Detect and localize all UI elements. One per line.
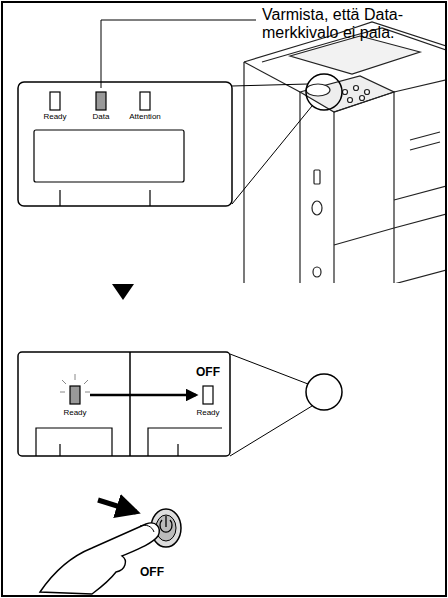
indicator-label: Ready	[63, 408, 86, 417]
zoom-line	[232, 84, 312, 204]
callout-text: Varmista, että Data- merkkivalo ei pala.	[262, 6, 438, 43]
panel-inset	[18, 82, 232, 206]
leader-line	[101, 20, 256, 88]
zoom-line	[230, 354, 312, 456]
state-arrow	[90, 394, 196, 397]
indicator-label: Attention	[129, 112, 161, 121]
press-arrow	[98, 500, 136, 512]
panel-inset	[18, 352, 230, 456]
fingernail	[140, 525, 154, 532]
magnifier-ring	[306, 74, 342, 110]
indicator-label: Ready	[196, 408, 219, 417]
indicator-label: Ready	[43, 112, 66, 121]
step-arrow	[112, 284, 134, 300]
indicator-label: Data	[93, 112, 110, 121]
state-label: OFF	[196, 366, 220, 380]
finger	[40, 523, 159, 594]
magnifier-ring	[306, 374, 342, 410]
state-label: OFF	[140, 566, 164, 580]
